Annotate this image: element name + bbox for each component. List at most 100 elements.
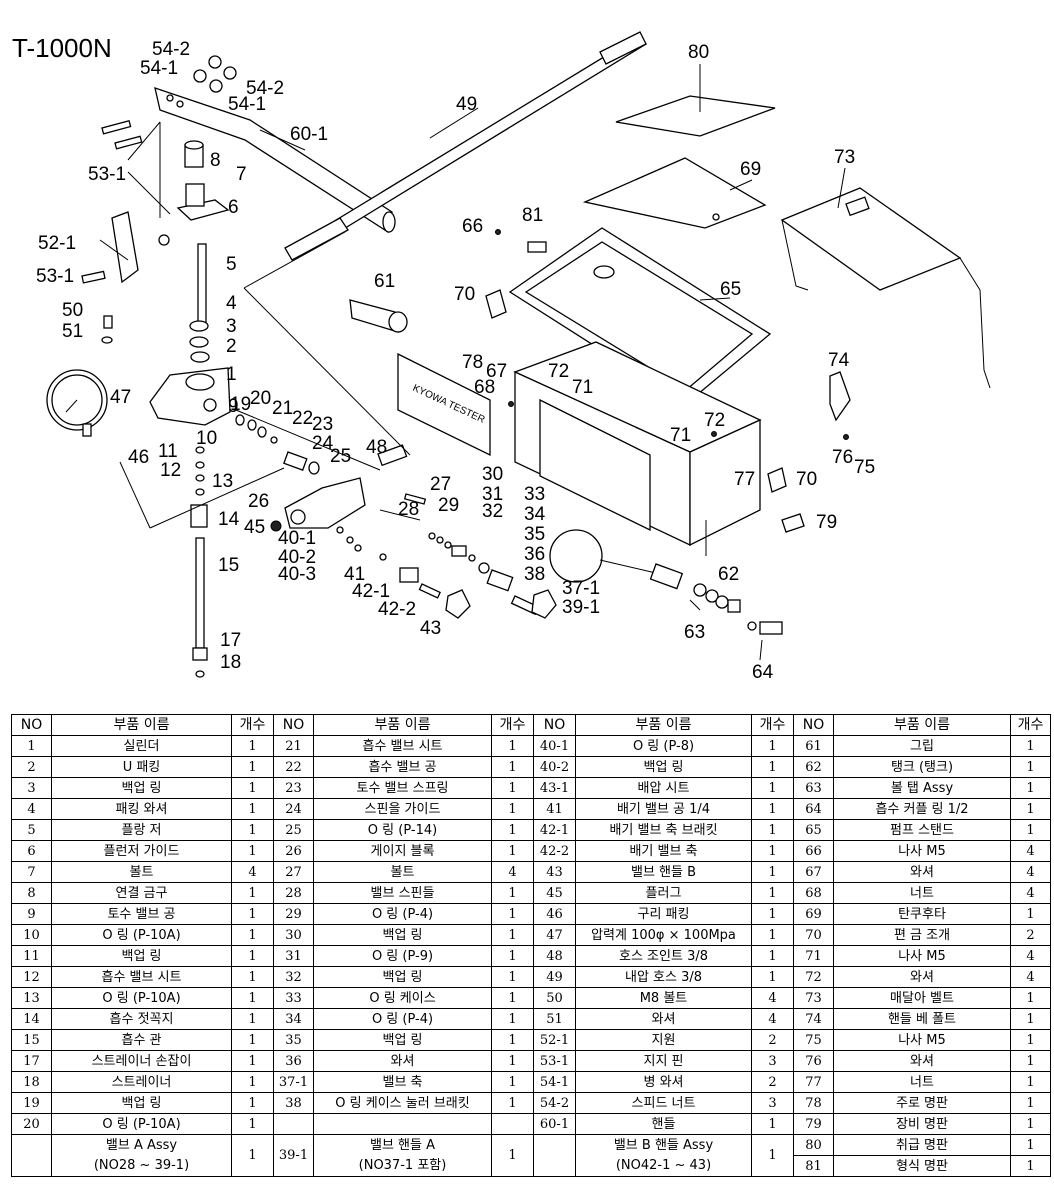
part-number-label: 6	[228, 197, 239, 218]
part-name-cell: 플러그	[575, 882, 752, 904]
part-no-cell: 19	[11, 1092, 52, 1114]
part-name-cell: 스트레이너	[51, 1071, 232, 1093]
part-no-cell: 24	[273, 798, 314, 820]
part-qty-cell: 4	[1010, 966, 1051, 988]
part-name-cell: 스핀을 가이드	[313, 798, 492, 820]
part-number-label: 8	[210, 150, 221, 171]
part-qty-cell: 1	[751, 903, 794, 925]
part-number-label: 70	[454, 284, 475, 305]
part-name-cell: 나사 M5	[833, 1029, 1011, 1051]
column-header: 개수	[231, 714, 274, 736]
part-no-cell: 54-1	[533, 1071, 576, 1093]
part-no-cell: 40-2	[533, 756, 576, 778]
part-qty-cell: 4	[1010, 840, 1051, 862]
part-qty-cell: 4	[1010, 945, 1051, 967]
part-qty-cell: 1	[751, 819, 794, 841]
part-qty-cell: 1	[491, 840, 534, 862]
part-no-cell: 41	[533, 798, 576, 820]
part-no-cell: 68	[793, 882, 834, 904]
part-qty-cell: 1	[231, 882, 274, 904]
valve-handle-a-no: 39-1	[273, 1134, 314, 1177]
part-number-label: 40-3	[278, 564, 316, 585]
part-number-label: 53-1	[88, 164, 126, 185]
part-name-cell: 나사 M5	[833, 840, 1011, 862]
part-qty-cell: 1	[491, 1029, 534, 1051]
part-name-cell: 볼트	[313, 861, 492, 883]
part-name-cell: 지지 핀	[575, 1050, 752, 1072]
column-header: NO	[793, 714, 834, 736]
part-number-label: 36	[524, 544, 545, 565]
part-no-cell: 11	[11, 945, 52, 967]
part-name-cell: 배기 밸브 축	[575, 840, 752, 862]
part-name-cell: 와셔	[833, 861, 1011, 883]
assy-row-bottom: 81 형식 명판 1	[12, 1155, 1051, 1177]
part-no-cell: 12	[11, 966, 52, 988]
part-no-cell: 49	[533, 966, 576, 988]
part-name-cell: 밸브 축	[313, 1071, 492, 1093]
part-name-cell: 백업 링	[313, 924, 492, 946]
part-name-cell: 플런저 가이드	[51, 840, 232, 862]
part-no-cell: 76	[793, 1050, 834, 1072]
part-name-cell: 흡수 관	[51, 1029, 232, 1051]
exploded-parts-diagram: T-1000N	[12, 31, 991, 683]
part-no-cell: 38	[273, 1092, 314, 1114]
part-qty-cell: 1	[751, 924, 794, 946]
part-qty-cell: 1	[751, 798, 794, 820]
part-qty-cell: 1	[1010, 777, 1051, 799]
part-qty-cell: 1	[751, 735, 794, 757]
part-number-label: 63	[684, 622, 705, 643]
part-number-label: 50	[62, 300, 83, 321]
part-qty-cell: 1	[231, 966, 274, 988]
part-name-cell: 패킹 와셔	[51, 798, 232, 820]
part-qty-cell: 1	[491, 945, 534, 967]
belt-73	[780, 187, 991, 389]
part-number-label: 73	[834, 147, 855, 168]
part-qty-cell: 4	[491, 861, 534, 883]
valve-handle-a-line2: (NO37-1 포함)	[358, 1157, 447, 1173]
part-qty-cell: 1	[231, 924, 274, 946]
part-no-cell: 42-1	[533, 819, 576, 841]
part-no-cell: 13	[11, 987, 52, 1009]
part-no-cell: 65	[793, 819, 834, 841]
part-number-label: 42-1	[352, 581, 390, 602]
valve-handle-a-name: 밸브 핸들 A (NO37-1 포함)	[313, 1134, 492, 1177]
part-no-cell: 79	[793, 1113, 834, 1135]
part-no-cell: 70	[793, 924, 834, 946]
part-no-cell: 48	[533, 945, 576, 967]
part-number-label: 72	[704, 410, 725, 431]
part-qty-cell: 1	[751, 882, 794, 904]
part-name-cell: 나사 M5	[833, 945, 1011, 967]
part-number-label: 48	[366, 437, 387, 458]
part-qty-cell: 1	[751, 756, 794, 778]
part-no-cell: 1	[11, 735, 52, 757]
part-number-label: 69	[740, 159, 761, 180]
part-no-cell: 4	[11, 798, 52, 820]
part-qty-cell: 1	[1010, 1029, 1051, 1051]
part-no-cell: 78	[793, 1092, 834, 1114]
part-no-cell: 77	[793, 1071, 834, 1093]
part-qty-cell: 1	[231, 840, 274, 862]
part-number-label: 61	[374, 271, 395, 292]
part-number-label: 54-2	[246, 78, 284, 99]
table-cell	[11, 1134, 52, 1177]
part-number-label: 67	[486, 361, 507, 382]
part-number-label: 74	[828, 350, 850, 371]
part-name-cell: O 링 (P-8)	[575, 735, 752, 757]
part-name-cell: 백업 링	[575, 756, 752, 778]
part-number-label: 18	[220, 652, 241, 673]
part-qty-cell: 1	[751, 861, 794, 883]
part-qty-cell: 1	[491, 1071, 534, 1093]
part-name-cell: 흡수 밸브 시트	[51, 966, 232, 988]
